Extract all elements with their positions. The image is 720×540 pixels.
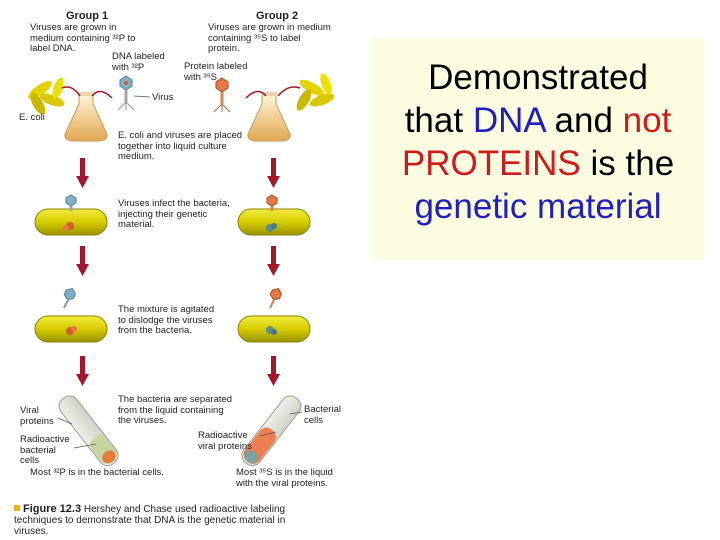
bacterium-agitated-left <box>34 287 108 343</box>
group1-title: Group 1 <box>66 10 109 22</box>
ecoli-cluster-left <box>28 77 65 115</box>
step-line: from the liquid containing <box>118 404 224 416</box>
step-line: material. <box>118 219 155 230</box>
hershey-chase-diagram <box>28 73 335 467</box>
callout-not: not <box>622 101 672 140</box>
group1-desc-line: label DNA. <box>30 43 76 54</box>
group1-desc: Viruses are grown in medium containing ³… <box>30 22 136 55</box>
phage-icon-protein <box>213 77 231 113</box>
tube-label-line: cells <box>20 455 40 466</box>
dna-labeled-label: DNA labeled with ³²P <box>112 51 165 73</box>
pointer-bacterial-cells <box>289 411 303 415</box>
bacterium-agitated-right <box>237 287 311 343</box>
bacterial-cells-label: Bacterial cells <box>304 404 341 426</box>
dna-label-line: with ³²P <box>112 61 145 73</box>
arrow-virus-to-flask-right <box>245 90 267 99</box>
conclusion-callout: Demonstrated that DNA and not PROTEINS i… <box>372 38 704 260</box>
figure-caption: Figure 12.3 Hershey and Chase used radio… <box>14 504 354 537</box>
step-line: The bacteria are separated <box>118 394 233 405</box>
step-line: The mixture is agitated <box>118 304 215 315</box>
step-3-text: The mixture is agitated to dislodge the … <box>118 304 215 337</box>
flask-left <box>64 92 108 142</box>
step-line: medium. <box>118 151 155 162</box>
tube-label-line: bacterial <box>20 444 56 456</box>
pointer-radioactive-bacterial <box>73 443 97 449</box>
caption-text-line: techniques to demonstrate that DNA is th… <box>14 515 286 526</box>
callout-word: is the <box>590 144 675 183</box>
group1-desc-line: medium containing ³²P to <box>30 32 136 44</box>
step-line: from the bacteria. <box>118 325 192 336</box>
group2-title: Group 2 <box>256 10 299 22</box>
step-arrows-left <box>76 158 89 386</box>
phage-icon-dna <box>117 75 135 111</box>
caption-marker-icon <box>14 505 20 511</box>
protein-label-line: Protein labeled <box>184 61 248 72</box>
radioactive-bacterial-cells-label: Radioactive bacterial cells <box>20 434 70 467</box>
step-line: Viruses infect the bacteria, <box>118 198 230 209</box>
arrow-virus-to-flask-left <box>91 90 113 99</box>
test-tube-left <box>58 395 119 467</box>
bacterium-infected-right <box>237 194 311 236</box>
pointer-radioactive-viral <box>259 431 277 437</box>
step-2-text: Viruses infect the bacteria, injecting t… <box>118 198 230 231</box>
result-line: Most ³⁵S is in the liquid <box>236 467 333 478</box>
step-line: E. coli and viruses are placed <box>118 130 243 141</box>
group1-desc-line: Viruses are grown in <box>30 22 117 33</box>
dna-label-line: DNA labeled <box>112 51 165 62</box>
callout-dna: DNA <box>472 101 545 140</box>
ecoli-label: E. coli <box>19 112 45 123</box>
protein-label-line: with ³⁵S <box>184 71 217 83</box>
callout-proteins: PROTEINS <box>401 144 581 183</box>
conclusion-text: Demonstrated that DNA and not PROTEINS i… <box>372 38 704 228</box>
tube-label-line: Radioactive <box>20 434 70 445</box>
viral-proteins-label: Viral proteins <box>20 405 54 427</box>
group2-desc: Viruses are grown in medium containing ³… <box>208 22 331 55</box>
callout-word: that <box>404 101 464 140</box>
tube-label-line: Viral <box>20 405 39 416</box>
ecoli-cluster-right <box>296 73 335 111</box>
step-1-text: E. coli and viruses are placed together … <box>118 130 243 163</box>
tube-label-line: Bacterial <box>304 404 341 415</box>
figure-label: Figure 12.3 <box>23 503 82 515</box>
caption-text-line: viruses. <box>14 526 49 537</box>
step-line: the viruses. <box>118 415 167 426</box>
flask-right <box>247 92 291 142</box>
tube-label-line: Radioactive <box>198 430 248 441</box>
group2-desc-line: Viruses are grown in medium <box>208 22 331 33</box>
radioactive-viral-proteins-label: Radioactive viral proteins <box>198 430 252 452</box>
step-4-text: The bacteria are separated from the liqu… <box>118 394 233 427</box>
group2-desc-line: containing ³⁵S to label <box>208 32 301 44</box>
step-arrows-right <box>267 158 280 386</box>
virus-label: Virus <box>152 92 174 103</box>
bacterium-infected-left <box>34 194 108 236</box>
callout-genetic-material: genetic material <box>414 187 662 226</box>
virus-pointer-line <box>133 95 151 98</box>
test-tube-right <box>241 395 302 467</box>
tube-label-line: cells <box>304 414 324 426</box>
protein-labeled-label: Protein labeled with ³⁵S <box>184 61 248 83</box>
arrow-ecoli-to-flask-left <box>61 86 81 97</box>
group1-result: Most ³²P is in the bacterial cells. <box>30 467 164 478</box>
group2-result: Most ³⁵S is in the liquid with the viral… <box>236 467 333 489</box>
caption-text-line: Hershey and Chase used radioactive label… <box>83 504 286 515</box>
tube-label-line: viral proteins <box>198 440 252 452</box>
step-line: injecting their genetic <box>118 208 208 220</box>
tube-label-line: proteins <box>20 415 54 427</box>
group2-desc-line: protein. <box>208 43 240 54</box>
pointer-viral-proteins <box>57 417 73 425</box>
step-line: together into liquid culture <box>118 140 227 152</box>
step-line: to dislodge the viruses <box>118 314 213 326</box>
arrow-ecoli-to-flask-right <box>277 86 301 97</box>
callout-word: and <box>554 101 613 140</box>
callout-word: Demonstrated <box>428 58 648 97</box>
result-line: with the viral proteins. <box>236 477 328 489</box>
